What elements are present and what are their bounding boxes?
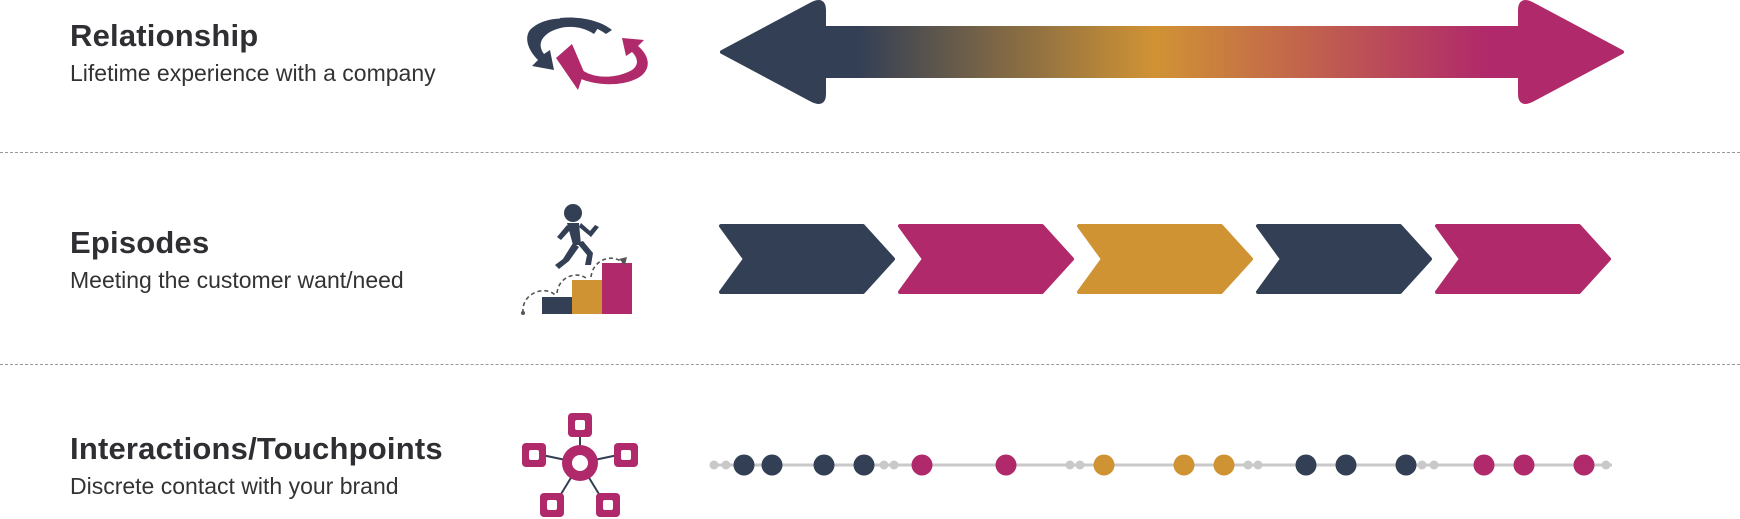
- relationship-subtitle: Lifetime experience with a company: [70, 60, 436, 86]
- episode-chevron: [719, 224, 895, 294]
- touchpoints-timeline: [709, 454, 1612, 476]
- divider: [0, 364, 1740, 365]
- timeline-tick: [1601, 460, 1611, 470]
- episode-chevron: [1256, 224, 1432, 294]
- touchpoint-dot: [853, 454, 875, 476]
- touchpoint-dot: [1335, 454, 1357, 476]
- episodes-chevrons: [719, 224, 1611, 294]
- touchpoint-dot: [1573, 454, 1595, 476]
- touchpoint-dot: [1213, 454, 1235, 476]
- touchpoint-dot: [995, 454, 1017, 476]
- circular-arrows-icon: [527, 17, 648, 90]
- divider: [0, 152, 1740, 153]
- touchpoints-row: Interactions/Touchpoints Discrete contac…: [0, 365, 1740, 518]
- touchpoint-dot: [1513, 454, 1535, 476]
- episode-chevron: [898, 224, 1074, 294]
- episodes-title: Episodes: [70, 225, 210, 260]
- timeline-tick: [1253, 460, 1263, 470]
- relationship-row: Relationship Lifetime experience with a …: [0, 0, 1740, 152]
- timeline-tick: [721, 460, 731, 470]
- timeline-tick: [1075, 460, 1085, 470]
- episode-chevron: [1435, 224, 1611, 294]
- timeline-tick: [1065, 460, 1075, 470]
- timeline-tick: [1417, 460, 1427, 470]
- touchpoint-dot: [813, 454, 835, 476]
- timeline-tick: [1243, 460, 1253, 470]
- relationship-title: Relationship: [70, 18, 259, 53]
- person-climbing-steps-icon: [521, 204, 632, 315]
- episodes-subtitle: Meeting the customer want/need: [70, 267, 404, 293]
- episodes-row: Episodes Meeting the customer want/need: [0, 153, 1740, 363]
- touchpoint-dot: [733, 454, 755, 476]
- timeline-tick: [1429, 460, 1439, 470]
- touchpoint-dot: [1473, 454, 1495, 476]
- timeline-tick: [889, 460, 899, 470]
- touchpoints-subtitle: Discrete contact with your brand: [70, 473, 399, 499]
- timeline-tick: [879, 460, 889, 470]
- touchpoint-dot: [761, 454, 783, 476]
- touchpoint-dot: [1093, 454, 1115, 476]
- episode-chevron: [1077, 224, 1253, 294]
- touchpoint-dot: [1395, 454, 1417, 476]
- network-hub-icon: [522, 413, 638, 517]
- touchpoint-dot: [911, 454, 933, 476]
- touchpoints-title: Interactions/Touchpoints: [70, 431, 443, 466]
- timeline-tick: [709, 460, 719, 470]
- touchpoint-dot: [1295, 454, 1317, 476]
- relationship-double-arrow: [720, 0, 1624, 104]
- touchpoint-dot: [1173, 454, 1195, 476]
